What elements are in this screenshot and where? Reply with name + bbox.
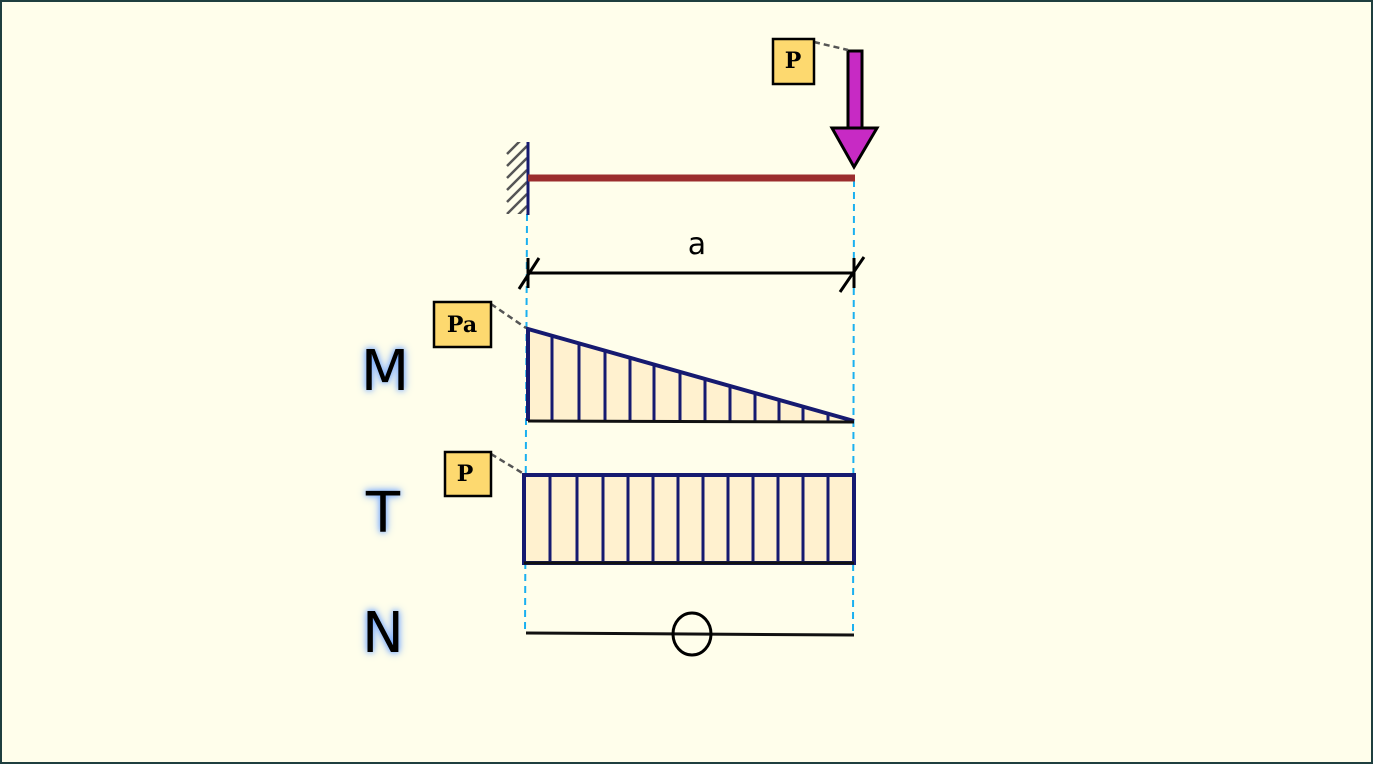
normal-diagram-label: N — [362, 601, 404, 666]
hatch-stroke — [517, 205, 527, 214]
hatch-stroke — [507, 218, 527, 238]
moment-leader-line — [490, 302, 527, 330]
shear-value-box: P — [443, 450, 493, 498]
load-label-box: P — [771, 37, 816, 86]
fixed-support-hatch — [506, 142, 527, 238]
load-label: P — [785, 48, 802, 74]
moment-diagram-label: M — [360, 339, 410, 404]
shear-hatch — [548, 475, 830, 563]
shear-diagram-label: T — [365, 481, 401, 546]
guide-line-right — [852, 179, 855, 635]
span-dimension — [517, 256, 866, 293]
hatch-stroke — [506, 142, 521, 155]
load-leader-line — [813, 40, 849, 52]
hatch-stroke — [506, 181, 527, 203]
normal-baseline — [525, 631, 855, 637]
hatch-stroke — [506, 169, 527, 191]
shear-leader-line — [490, 452, 525, 476]
moment-baseline — [527, 419, 855, 424]
moment-value-label: Pa — [447, 312, 477, 338]
load-arrow — [829, 49, 880, 171]
hatch-stroke — [506, 193, 527, 214]
span-label: a — [688, 227, 706, 262]
moment-value-box: Pa — [432, 300, 493, 349]
shear-value-label: P — [457, 461, 474, 487]
hatch-stroke — [506, 157, 527, 179]
moment-diagram-outline — [526, 326, 855, 423]
hatch-stroke — [506, 145, 527, 167]
zero-symbol — [671, 611, 713, 657]
